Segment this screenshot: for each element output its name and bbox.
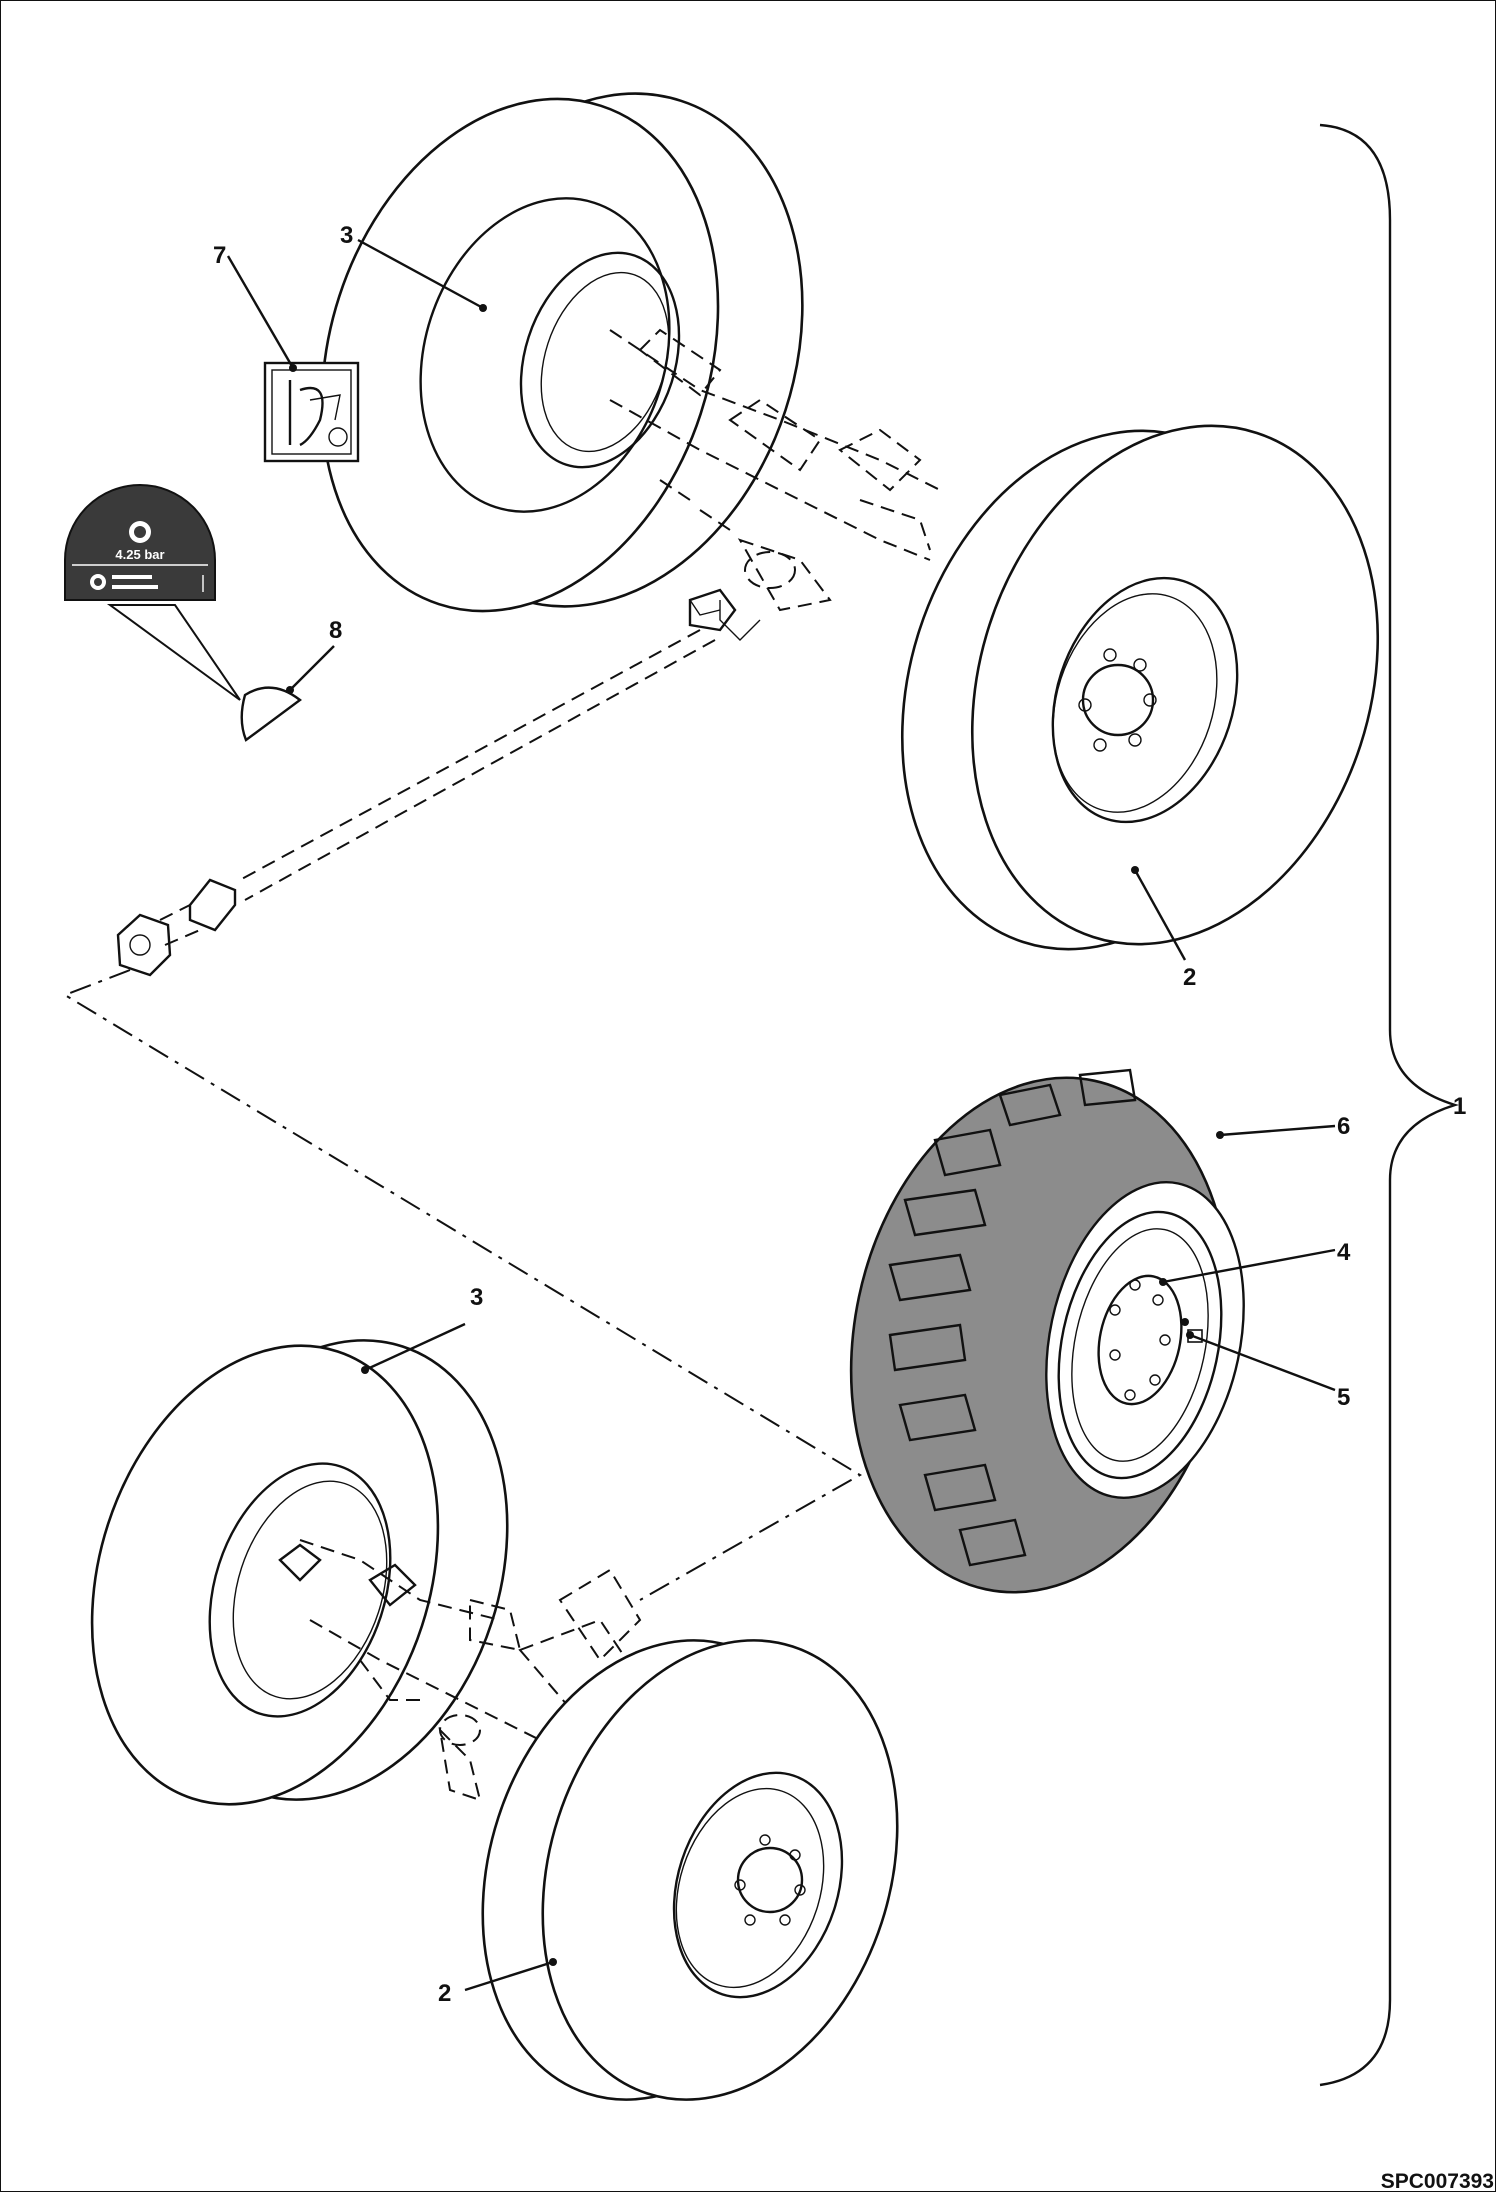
leader-lines	[226, 238, 1336, 1992]
callout-5: 5	[1337, 1384, 1350, 1411]
exploded-wheel	[849, 1068, 1245, 1594]
rim	[1045, 1181, 1245, 1499]
lower-axle-assembly	[90, 1339, 899, 2101]
callout-2-lower: 2	[438, 1980, 451, 2007]
upper-axle-assembly	[116, 92, 1380, 977]
decal-part	[240, 686, 302, 742]
rear-wheel-lower	[90, 1339, 509, 1806]
rim-stud-holes	[1109, 1279, 1171, 1401]
callout-7: 7	[213, 242, 226, 269]
callout-4: 4	[1337, 1239, 1351, 1266]
rear-wheel-upper	[320, 92, 804, 613]
upper-front-wheel-nuts	[1078, 648, 1157, 752]
pressure-value: 4.25 bar	[115, 547, 164, 562]
callout-8: 8	[329, 617, 342, 644]
upper-axle-housing	[609, 328, 941, 641]
tyre-tread-lugs	[888, 1068, 1137, 1567]
assembly-link-line	[62, 969, 862, 1601]
callout-6: 6	[1337, 1113, 1350, 1140]
decal-pointer	[106, 604, 241, 701]
warning-decal	[263, 361, 360, 463]
front-wheel-lower	[481, 1639, 899, 2101]
drawing-code: SPC007393	[1381, 2170, 1494, 2193]
callout-3-upper: 3	[340, 222, 353, 249]
front-wheel-upper	[900, 424, 1380, 951]
callout-2-upper: 2	[1183, 964, 1196, 991]
callout-1: 1	[1453, 1093, 1466, 1120]
lower-front-wheel-nuts	[734, 1834, 806, 1926]
assembly-brace	[1319, 123, 1460, 2087]
callout-3-lower: 3	[470, 1284, 483, 1311]
pressure-decal: 4.25 bar	[64, 484, 302, 742]
propshaft	[116, 588, 737, 977]
